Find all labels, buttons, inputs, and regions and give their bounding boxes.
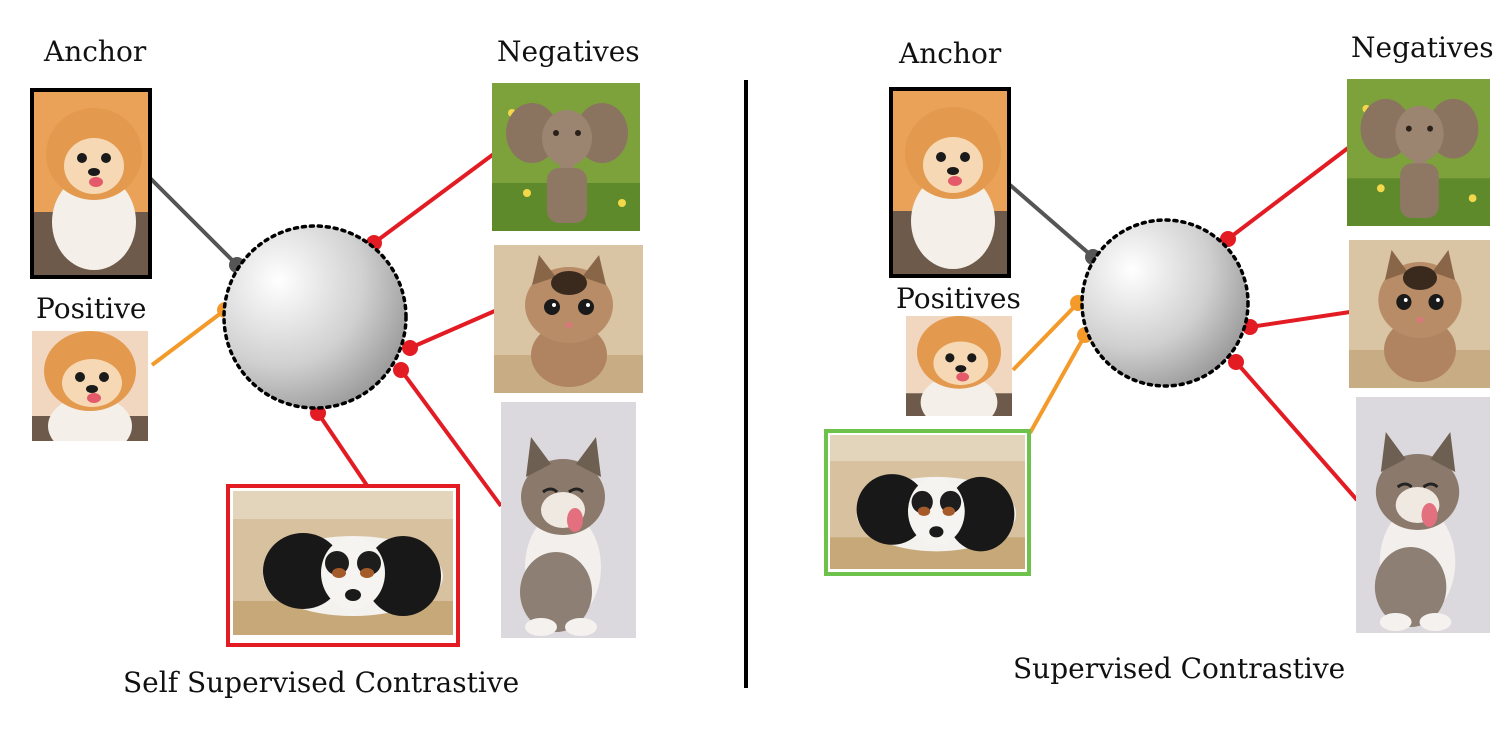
elephant-icon [1347,79,1490,226]
elephant-icon [492,83,640,231]
right-dog-image [830,435,1025,569]
right-anchor-frame [889,87,1011,278]
pomeranian-icon [32,331,148,441]
left-anchor-link [148,176,239,267]
left-connectors [148,151,503,508]
pomeranian-icon [893,91,1007,274]
right-neg1-link [1226,146,1350,241]
right-neg3-dot [1228,354,1244,370]
right-pos1-link [1011,301,1080,372]
left-anchor-image [34,92,148,275]
right-true-positive-frame [824,429,1031,576]
right-neg2-link [1249,310,1351,329]
left-positive-link [150,308,227,367]
right-embedding-sphere [1080,218,1250,388]
right-connectors [1008,146,1359,502]
right-caption: Supervised Contrastive [1013,652,1346,685]
right-negative-tabby-kitten [1356,397,1490,633]
left-positive-label: Positive [36,292,147,325]
left-negative-elephant [492,83,640,231]
right-positives-label: Positives [896,282,1021,315]
left-neg2-dot [402,340,418,356]
right-positive-image [906,316,1012,416]
kitten-icon [1349,240,1490,388]
right-pos2-link [1028,334,1087,434]
right-negatives-label: Negatives [1351,31,1494,64]
left-embedding-sphere [222,224,408,410]
spaniel-icon [830,435,1025,569]
left-anchor-frame [30,88,152,279]
left-negative-tabby-kitten [501,402,636,638]
left-negative-brown-kitten [494,245,643,393]
left-negatives-label: Negatives [497,35,640,68]
pomeranian-icon [34,92,148,275]
pomeranian-icon [906,316,1012,416]
left-positive-image [32,331,148,441]
left-neg3-link [399,368,503,508]
left-caption: Self Supervised Contrastive [123,666,520,699]
right-negative-brown-kitten [1349,240,1490,388]
kitten-icon [1356,397,1490,633]
kitten-icon [501,402,636,638]
right-anchor-label: Anchor [899,37,1002,70]
right-negative-elephant [1347,79,1490,226]
right-anchor-link [1008,183,1095,259]
right-anchor-image [893,91,1007,274]
kitten-icon [494,245,643,393]
left-anchor-label: Anchor [44,35,147,68]
left-dog-link [316,411,370,489]
left-neg2-link [409,308,498,350]
right-neg3-link [1234,360,1359,502]
left-neg3-dot [393,362,409,378]
left-neg1-link [372,151,497,245]
left-dog-image [233,491,453,635]
spaniel-icon [233,491,453,635]
left-false-negative-frame [226,484,460,647]
